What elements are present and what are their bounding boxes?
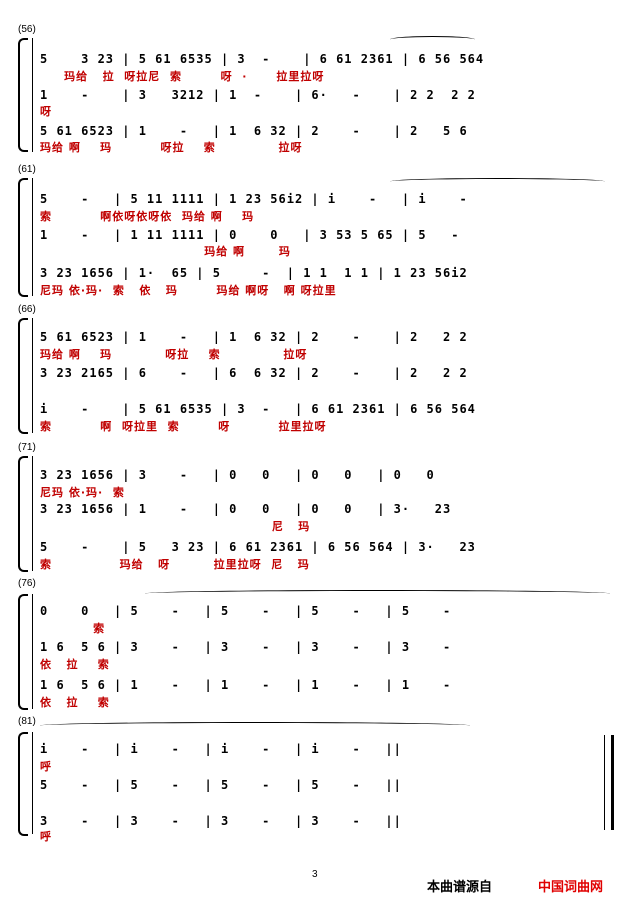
- system-brace: [18, 178, 28, 297]
- lyric-row: 依 拉 索: [40, 696, 110, 709]
- lyric-row: 索 啊 呀拉里 索 呀 拉里拉呀: [40, 420, 327, 433]
- measure-number: (71): [18, 442, 36, 453]
- final-barline: [604, 735, 614, 830]
- lyric-row: 尼 玛: [40, 520, 311, 533]
- system-brace: [18, 318, 28, 434]
- lyric-row: 呼: [40, 760, 52, 773]
- lyric-row: 玛给 啊 玛: [40, 245, 291, 258]
- lyric-row: [40, 794, 610, 807]
- staff-row: 5 - | 5 - | 5 - | 5 - ||: [40, 778, 402, 792]
- staff-row: 3 23 1656 | 3 - | 0 0 | 0 0 | 0 0: [40, 468, 435, 482]
- staff-row: 1 - | 3 3212 | 1 - | 6· - | 2 2 2 2: [40, 88, 476, 102]
- measure-number: (81): [18, 716, 36, 727]
- slur: [390, 36, 475, 43]
- lyric-row: 呼: [40, 830, 52, 843]
- staff-row: i - | 5 61 6535 | 3 - | 6 61 2361 | 6 56…: [40, 402, 476, 416]
- staff-row: 0 0 | 5 - | 5 - | 5 - | 5 -: [40, 604, 452, 618]
- system-brace: [18, 732, 28, 836]
- staff-row: 1 6 5 6 | 1 - | 1 - | 1 - | 1 -: [40, 678, 452, 692]
- measure-number: (61): [18, 164, 36, 175]
- site-name: 中国词曲网: [538, 880, 604, 895]
- system-line: [32, 318, 33, 433]
- system-brace: [18, 38, 28, 152]
- lyric-row: [40, 381, 610, 394]
- lyric-row: 玛给 啊 玛 呀拉 索 拉呀: [40, 348, 308, 361]
- measure-number: (56): [18, 24, 36, 35]
- staff-row: 5 - | 5 3 23 | 6 61 2361 | 6 56 564 | 3·…: [40, 540, 476, 554]
- lyric-row: 索 玛给 呀 拉里拉呀 尼 玛: [40, 558, 310, 571]
- system-line: [32, 38, 33, 152]
- staff-row: 5 61 6523 | 1 - | 1 6 32 | 2 - | 2 5 6: [40, 124, 468, 138]
- staff-row: 3 23 1656 | 1· 65 | 5 - | 1 1 1 1 | 1 23…: [40, 266, 468, 280]
- staff-row: 1 6 5 6 | 3 - | 3 - | 3 - | 3 -: [40, 640, 452, 654]
- lyric-row: 玛给 啊 玛 呀拉 索 拉呀: [40, 141, 303, 154]
- staff-row: 3 23 1656 | 1 - | 0 0 | 0 0 | 3· 23: [40, 502, 452, 516]
- staff-row: 5 - | 5 11 1111 | 1 23 56i2 | i - | i -: [40, 192, 468, 206]
- page-number: 3: [312, 869, 318, 880]
- system-brace: [18, 594, 28, 710]
- lyric-row: 依 拉 索: [40, 658, 110, 671]
- staff-row: 1 - | 1 11 1111 | 0 0 | 3 53 5 65 | 5 -: [40, 228, 460, 242]
- system-line: [32, 732, 33, 834]
- staff-row: 5 61 6523 | 1 - | 1 6 32 | 2 - | 2 2 2: [40, 330, 468, 344]
- slur: [390, 178, 605, 185]
- system-brace: [18, 456, 28, 572]
- lyric-row: 呀: [40, 105, 52, 118]
- staff-row: 5 3 23 | 5 61 6535 | 3 - | 6 61 2361 | 6…: [40, 52, 485, 66]
- staff-row: 3 - | 3 - | 3 - | 3 - ||: [40, 814, 402, 828]
- system-line: [32, 178, 33, 296]
- system-line: [32, 594, 33, 709]
- slur: [145, 590, 610, 597]
- staff-row: i - | i - | i - | i - ||: [40, 742, 402, 756]
- lyric-row: 玛给 拉 呀拉尼 索 呀 · 拉里拉呀: [40, 70, 325, 83]
- measure-number: (76): [18, 578, 36, 589]
- lyric-row: 尼玛 依·玛· 索: [40, 486, 125, 499]
- staff-row: 3 23 2165 | 6 - | 6 6 32 | 2 - | 2 2 2: [40, 366, 468, 380]
- lyric-row: 索: [40, 622, 106, 635]
- lyric-row: 索 啊依呀依呀依 玛给 啊 玛: [40, 210, 255, 223]
- system-line: [32, 456, 33, 571]
- source-label: 本曲谱源自: [427, 880, 493, 895]
- measure-number: (66): [18, 304, 36, 315]
- slur: [40, 722, 470, 729]
- lyric-row: 尼玛 依·玛· 索 依 玛 玛给 啊呀 啊 呀拉里: [40, 284, 337, 297]
